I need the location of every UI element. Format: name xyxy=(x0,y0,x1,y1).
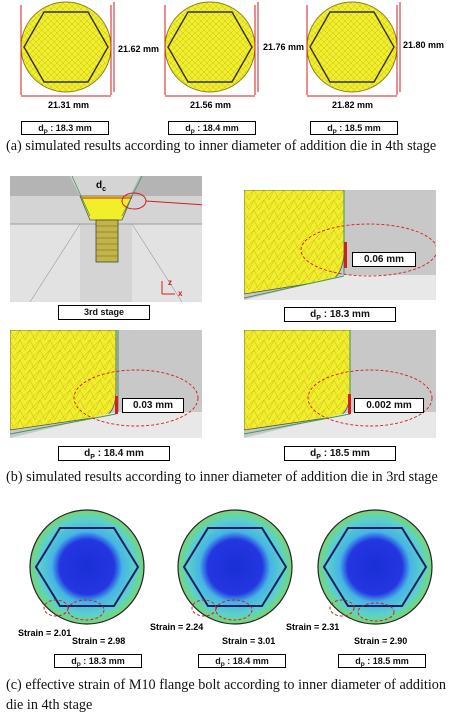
dp-box: dP : 18.3 mm xyxy=(284,307,396,322)
die-assembly-view xyxy=(10,176,202,302)
hexagon-head-section xyxy=(164,1,259,97)
detail-view-2 xyxy=(10,330,202,438)
height-label: 21.80 mm xyxy=(403,40,445,50)
dp-box: dP : 18.3 mm xyxy=(54,654,142,669)
dp-box: dP : 18.4 mm xyxy=(58,446,170,461)
strain-plot-2 xyxy=(176,508,294,626)
caption-a: (a) simulated results according to inner… xyxy=(6,138,437,154)
gap-label: 0.06 mm xyxy=(352,252,416,267)
dp-box: dP : 18.3 mm xyxy=(21,121,109,136)
dc-label: dc xyxy=(96,180,107,193)
dp-box: dP : 18.5 mm xyxy=(284,446,396,461)
axis-x-label: x xyxy=(178,289,183,298)
strain-plot-1 xyxy=(28,508,146,626)
fig-a-panel-1 xyxy=(0,0,150,135)
dp-box: dP : 18.5 mm xyxy=(310,121,398,136)
dp-box: dP : 18.4 mm xyxy=(168,121,256,136)
axis-z-label: z xyxy=(168,278,172,287)
strain-left-label: Strain = 2.24 xyxy=(150,622,204,632)
hexagon-head-section xyxy=(306,1,401,97)
detail-view-3 xyxy=(244,330,436,438)
strain-right-label: Strain = 3.01 xyxy=(222,636,276,646)
strain-plot-3 xyxy=(316,508,434,626)
width-label: 21.82 mm xyxy=(332,100,374,110)
fig-a-panel-2 xyxy=(150,0,300,135)
stage-label-box: 3rd stage xyxy=(58,305,150,320)
strain-left-label: Strain = 2.31 xyxy=(286,622,340,632)
dp-box: dP : 18.4 mm xyxy=(198,654,286,669)
width-label: 21.56 mm xyxy=(190,100,232,110)
fig-a-panel-3 xyxy=(300,0,450,135)
gap-label: 0.03 mm xyxy=(122,398,184,413)
height-label: 21.76 mm xyxy=(263,42,305,52)
caption-c: (c) effective strain of M10 flange bolt … xyxy=(6,677,446,713)
gap-label: 0.002 mm xyxy=(354,398,424,413)
strain-left-label: Strain = 2.01 xyxy=(18,628,72,638)
strain-right-label: Strain = 2.98 xyxy=(72,636,126,646)
width-label: 21.31 mm xyxy=(48,100,90,110)
hexagon-head-section xyxy=(20,1,115,97)
strain-right-label: Strain = 2.90 xyxy=(354,636,408,646)
height-label: 21.62 mm xyxy=(118,44,160,54)
detail-view-1 xyxy=(244,190,436,300)
dp-box: dP : 18.5 mm xyxy=(338,654,426,669)
caption-b: (b) simulated results according to inner… xyxy=(6,469,438,485)
